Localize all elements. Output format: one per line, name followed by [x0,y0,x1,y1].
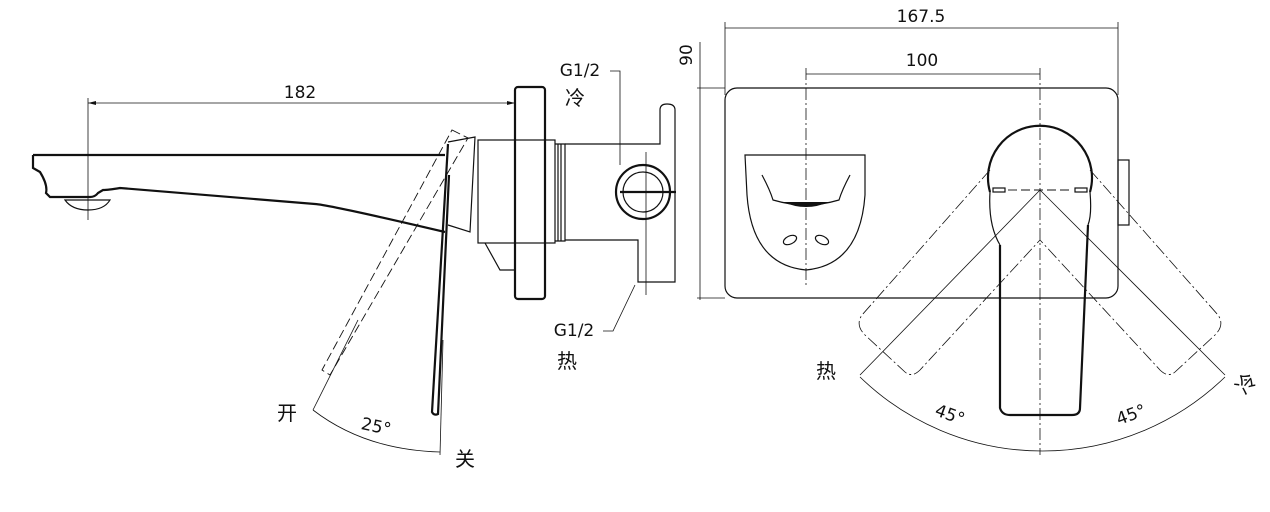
leader-top [610,70,621,165]
open-ext-line [312,319,359,411]
inlet-top-label: 冷 [565,86,585,110]
lever [430,143,451,416]
dimension-plate-height: 90 [677,42,725,300]
dimension-plate-width: 167.5 [724,7,1119,95]
lever-handle [986,68,1094,455]
wall-plate-front [724,87,1119,299]
front-view: 167.5 100 90 [677,7,1262,455]
hot-label: 热 [816,359,836,383]
hot-angle-label: 45° [932,401,967,430]
side-view: 182 25° 开 关 G1/2 冷 G1/2 热 [31,61,676,471]
lever-open-position [321,129,469,376]
body [477,139,556,244]
handle-rotated-positions [858,169,1226,376]
wall-plate [513,85,547,301]
leader-bottom [603,284,636,332]
valve-body [565,103,676,283]
open-label: 开 [277,401,297,425]
center-distance-label: 100 [906,51,938,71]
cold-label: 冷 [1231,368,1262,399]
inlet-bottom-label: 热 [557,349,577,373]
thread [555,143,566,242]
spout [31,153,446,234]
side-tab [1117,159,1130,226]
inlet-top-thread: G1/2 [560,61,601,81]
lever-hub [447,136,476,233]
plate-width-label: 167.5 [897,7,946,27]
dimension-center-distance: 100 [806,51,1040,75]
spout-outlet-face [744,68,866,285]
inlet-bottom-thread: G1/2 [554,321,595,341]
plate-height-label: 90 [677,44,697,66]
angle-arc-45 [859,376,1226,452]
inlet-port [614,152,676,295]
angle-arc-25 [312,409,441,453]
indicator-cold [1074,187,1088,193]
aerator [63,199,112,211]
body-underside [484,242,515,271]
lever-angle-label: 25° [359,414,393,440]
spout-length-label: 182 [284,83,316,103]
cold-angle-label: 45° [1114,401,1149,430]
close-ext-line [439,339,444,456]
dimension-spout-length: 182 [87,83,515,220]
indicator-hot [992,187,1006,193]
close-label: 关 [455,447,475,471]
